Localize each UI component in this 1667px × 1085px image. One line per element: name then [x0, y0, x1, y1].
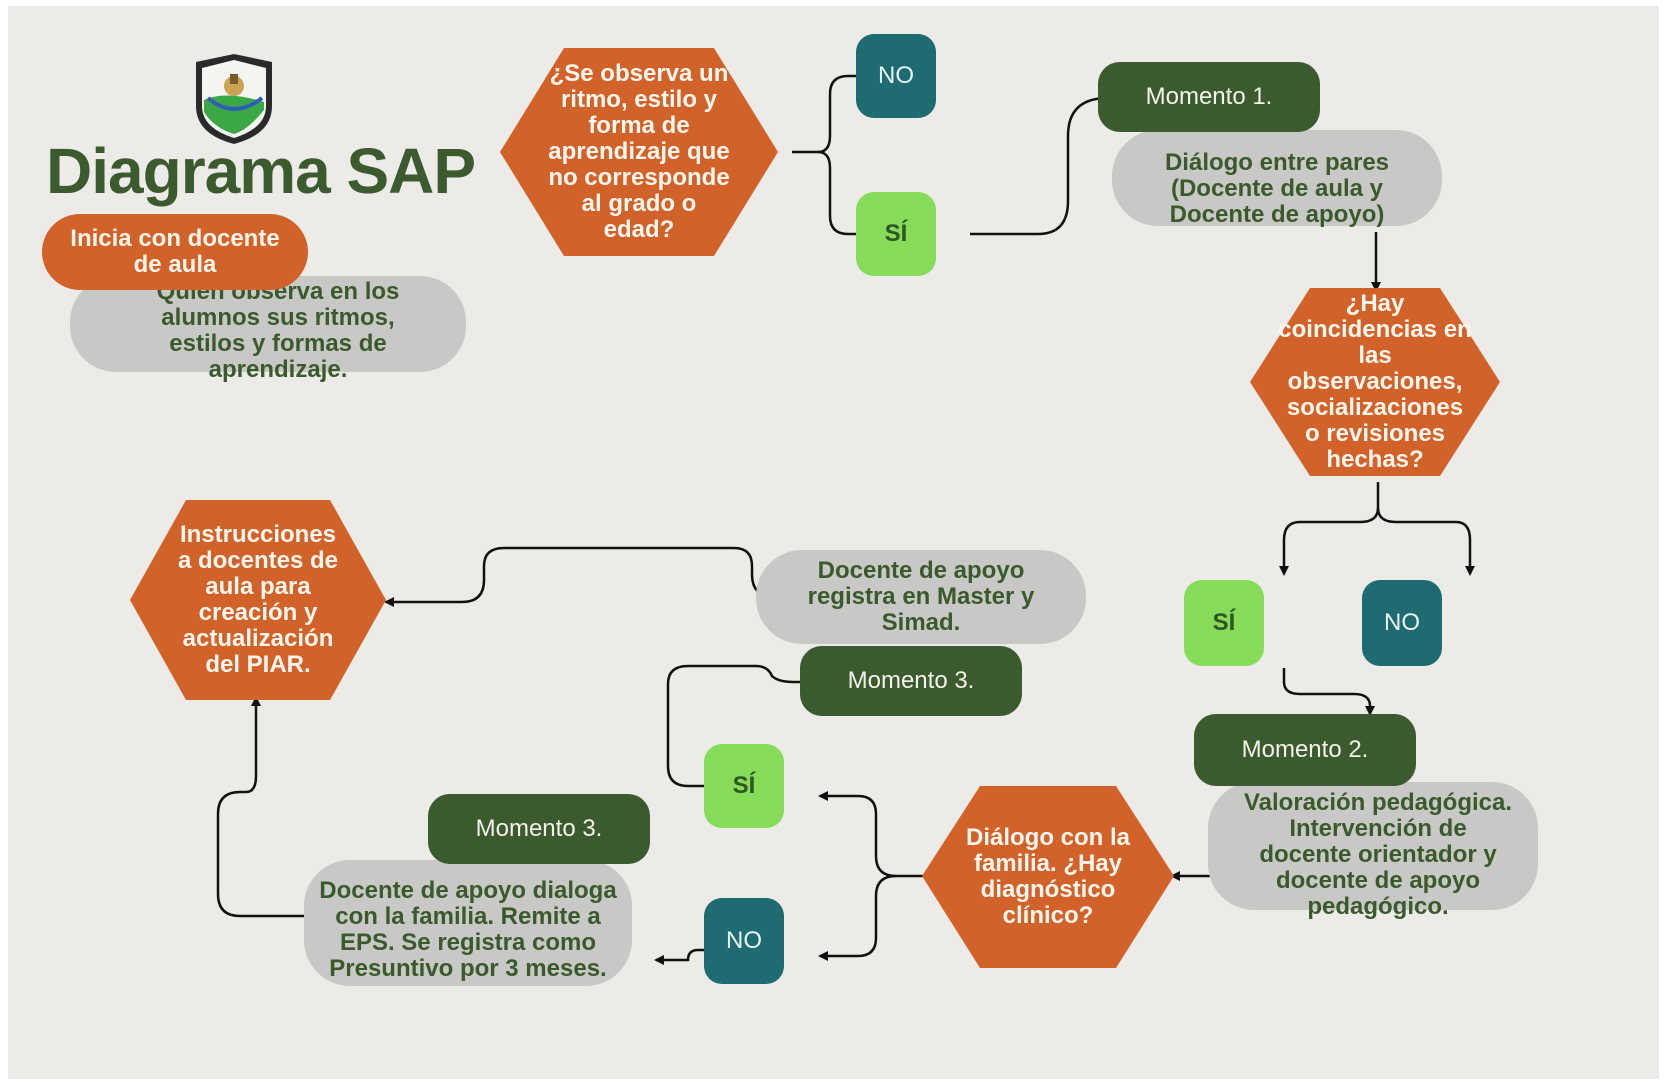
q3-decision-text: Diálogo con la familia. ¿Hay diagnóstico… [965, 824, 1130, 929]
q1-decision-text: ¿Se observa un ritmo, estilo y forma de … [548, 60, 730, 243]
presuntivo-description: Docente de apoyo dialoga con la familia.… [304, 860, 632, 986]
q2-no-node: NO [1362, 580, 1442, 666]
q3-yes-node: SÍ [704, 744, 784, 828]
q1-no-node: NO [856, 34, 936, 118]
school-crest-icon [186, 50, 282, 146]
arrow-q2-to-si [1279, 482, 1380, 576]
arrow-q1-to-si [817, 150, 884, 239]
arrow-q2-to-no [1376, 507, 1475, 576]
connector-layer [130, 48, 1500, 968]
q2-hexagon [1250, 288, 1500, 476]
momento3-no-label: Momento 3. [428, 794, 650, 864]
arrow-q3-to-si [818, 791, 926, 878]
q3-hexagon [922, 786, 1174, 968]
register-master-simad: Docente de apoyo registra en Master y Si… [756, 550, 1086, 644]
arrow-register-to-piar [384, 546, 788, 607]
momento1-description: Diálogo entre pares (Docente de aula y D… [1112, 130, 1442, 227]
page-title: Diagrama SAP [46, 135, 476, 207]
momento2-label: Momento 2. [1194, 714, 1416, 786]
start-node: Inicia con docente de aula [42, 214, 308, 290]
momento2-description: Valoración pedagógica. Intervención de d… [1208, 782, 1538, 919]
arrow-presuntivo-to-piar [216, 696, 320, 918]
end-hexagon [130, 500, 386, 700]
arrow-si-to-momento1 [970, 93, 1154, 236]
momento1-label: Momento 1. [1098, 62, 1320, 132]
arrow-q3-to-no [818, 874, 897, 961]
q2-yes-node: SÍ [1184, 580, 1264, 666]
q3-no-node: NO [704, 898, 784, 984]
arrow-no-to-presuntivo [654, 948, 732, 966]
arrow-si-to-momento3 [666, 664, 838, 788]
q1-yes-node: SÍ [856, 192, 936, 276]
piar-instructions: Instrucciones a docentes de aula para cr… [177, 521, 339, 678]
q2-decision-text: ¿Hay coincidencias en las observaciones,… [1278, 290, 1472, 473]
arrow-q1-to-no [792, 71, 884, 154]
momento3-yes-label: Momento 3. [800, 646, 1022, 716]
q1-hexagon [500, 48, 778, 256]
arrow-si-to-momento2 [1282, 668, 1375, 716]
diagram-canvas: Diagrama SAP Quien observa en los alumno… [8, 6, 1659, 1079]
start-note: Quien observa en los alumnos sus ritmos,… [70, 276, 466, 382]
